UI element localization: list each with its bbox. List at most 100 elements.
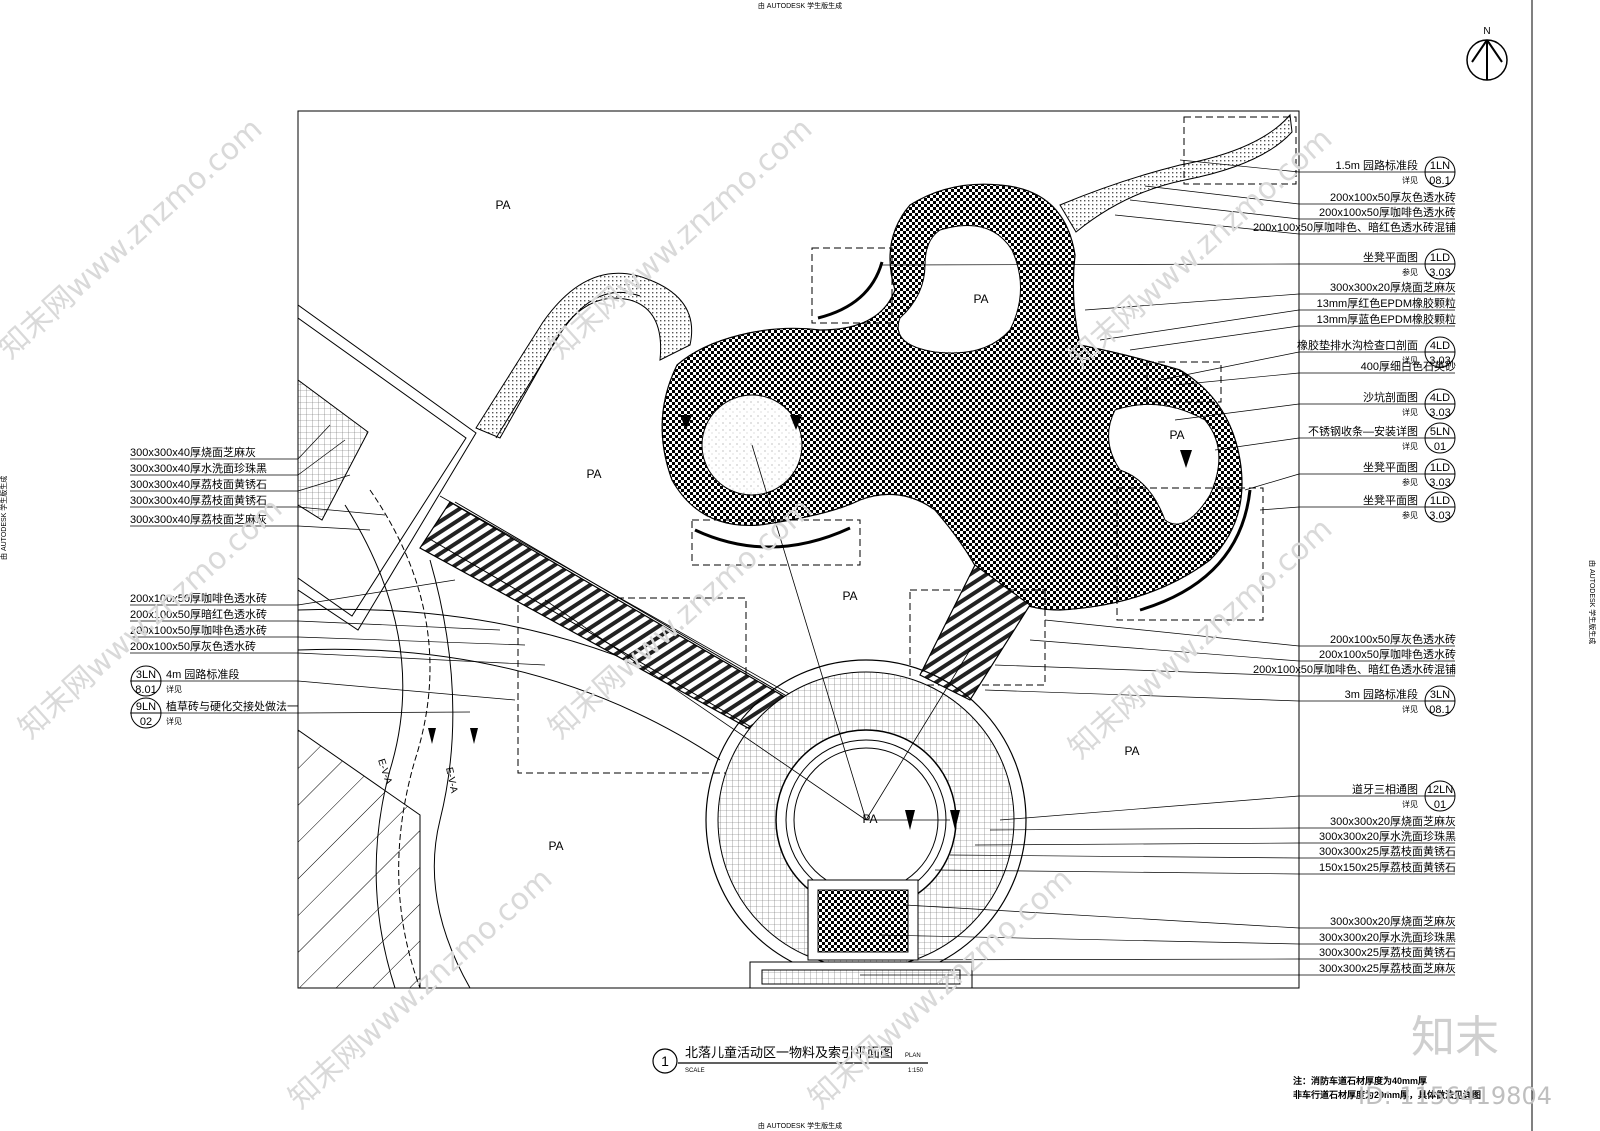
ref-note: 参见 <box>1402 477 1418 487</box>
right-callout: 200x100x50厚咖啡色透水砖 <box>1029 639 1456 662</box>
right-callout: 300x300x20厚水洗面珍珠黑 <box>974 829 1456 846</box>
north-label: N <box>1483 26 1490 37</box>
ref-detail-number: 5LN <box>1430 426 1450 438</box>
right-callout: 坐凳平面图 1LD 3.03 参见 <box>879 248 1456 280</box>
ref-detail-number: 4LD <box>1430 340 1450 352</box>
ref-note: 参见 <box>1402 510 1418 520</box>
ref-sheet-number: 08.1 <box>1429 175 1450 187</box>
ref-detail-number: 12LN <box>1427 784 1453 796</box>
right-callout-text: 200x100x50厚咖啡色、暗红色透水砖混铺 <box>1253 662 1456 676</box>
autodesk-stamp-top: 由 AUTODESK 学生版生成 <box>758 1 842 10</box>
right-callout-text: 坐凳平面图 <box>1363 460 1418 474</box>
autodesk-stamp-side: 由 AUTODESK 学生版生成 <box>1588 560 1597 644</box>
hatched-lawn <box>298 729 421 988</box>
ref-note: 参见 <box>1402 267 1418 277</box>
left-callout: 200x100x50厚灰色透水砖 <box>130 639 546 666</box>
ref-note: 详见 <box>1402 704 1418 714</box>
right-callout: 橡胶垫排水沟检查口剖面 4LD 3.03 详见 <box>1159 336 1456 381</box>
right-callout-text: 不锈钢收条—安装详图 <box>1308 424 1418 438</box>
right-callout-text: 3m 园路标准段 <box>1345 687 1418 701</box>
left-callout-text: 4m 园路标准段 <box>166 667 239 681</box>
fire-lane-label: E-V-A <box>375 758 394 787</box>
right-callout: 200x100x50厚咖啡色、暗红色透水砖混铺 <box>994 662 1456 677</box>
left-callout: 200x100x50厚咖啡色透水砖 <box>130 579 456 606</box>
ref-sheet-number: 3.03 <box>1429 477 1450 489</box>
right-callout-text: 300x300x20厚烧面芝麻灰 <box>1330 914 1456 928</box>
ref-detail-number: 3LN <box>136 669 156 681</box>
drawing-title: 北落儿童活动区一物料及索引平面图 <box>685 1045 893 1060</box>
sand-island <box>897 225 1021 354</box>
ref-note: 详见 <box>1402 175 1418 185</box>
right-callout-text: 道牙三相通图 <box>1352 782 1418 796</box>
epdm-checker-area <box>661 183 1243 611</box>
zone-label: PA <box>973 292 988 306</box>
right-callout-text: 300x300x20厚水洗面珍珠黑 <box>1319 829 1456 843</box>
left-callout-text: 200x100x50厚咖啡色透水砖 <box>130 623 267 637</box>
ref-note: 详见 <box>1402 355 1418 365</box>
ref-detail-number: 1LD <box>1430 252 1450 264</box>
right-callout-text: 200x100x50厚咖啡色透水砖 <box>1319 647 1456 661</box>
right-callout-text: 1.5m 园路标准段 <box>1335 158 1418 172</box>
fire-lane-label: E-V-A <box>443 766 459 794</box>
right-callout: 300x300x20厚烧面芝麻灰 <box>904 904 1456 929</box>
left-callout: 300x300x40厚荔枝面黄锈石 <box>130 474 351 492</box>
right-callout: 300x300x25厚荔枝面黄锈石 <box>869 945 1456 961</box>
right-callout: 300x300x25厚荔枝面黄锈石 <box>949 844 1456 859</box>
zone-label: PA <box>495 198 510 212</box>
scale-label: SCALE <box>685 1068 705 1074</box>
right-callout-text: 200x100x50厚咖啡色、暗红色透水砖混铺 <box>1253 220 1456 234</box>
watermark: 知末网www.znzmo.com <box>0 111 269 366</box>
right-callout-text: 200x100x50厚灰色透水砖 <box>1330 190 1456 204</box>
left-callout-text: 300x300x40厚水洗面珍珠黑 <box>130 461 267 475</box>
ref-note: 详见 <box>166 716 182 726</box>
right-callout: 300x300x25厚荔枝面芝麻灰 <box>860 961 1456 976</box>
right-callout-text: 200x100x50厚灰色透水砖 <box>1330 632 1456 646</box>
right-callout-text: 300x300x25厚荔枝面芝麻灰 <box>1319 961 1456 975</box>
ref-sheet-number: 01 <box>1434 441 1446 453</box>
left-callout: 300x300x40厚荔枝面黄锈石 <box>130 493 386 516</box>
drawing-number: 1 <box>661 1053 669 1069</box>
ref-sheet-number: 3.03 <box>1429 407 1450 419</box>
right-callout: 200x100x50厚灰色透水砖 <box>1044 619 1456 647</box>
right-callout: 1.5m 园路标准段 1LN 08.1 详见 <box>1179 156 1456 188</box>
right-callout: 300x300x20厚烧面芝麻灰 <box>1084 280 1456 311</box>
left-callout-text: 300x300x40厚荔枝面芝麻灰 <box>130 512 267 526</box>
ref-note: 详见 <box>1402 407 1418 417</box>
right-callout: 200x100x50厚灰色透水砖 <box>1144 185 1456 205</box>
note-line-1: 注：消防车道石材厚度为40mm厚 <box>1293 1075 1427 1086</box>
narrow-path-upper <box>475 272 693 439</box>
note-line-2: 非车行道石材厚度为20mm厚，具体做法见详图 <box>1293 1089 1481 1100</box>
permeable-brick-path-right <box>919 564 1031 701</box>
right-callout-text: 300x300x20厚烧面芝麻灰 <box>1330 814 1456 828</box>
right-callout-text: 坐凳平面图 <box>1363 493 1418 507</box>
right-callout-text: 坐凳平面图 <box>1363 250 1418 264</box>
right-callout: 坐凳平面图 1LD 3.03 参见 <box>1244 458 1456 491</box>
ref-note: 详见 <box>1402 799 1418 809</box>
right-callout-text: 300x300x25厚荔枝面黄锈石 <box>1319 844 1456 858</box>
ref-sheet-number: 3.03 <box>1429 267 1450 279</box>
right-callout: 300x300x20厚水洗面珍珠黑 <box>879 930 1456 945</box>
drawing-title-block: 1 北落儿童活动区一物料及索引平面图 PLAN SCALE 1:150 <box>652 1045 928 1074</box>
ref-detail-number: 1LD <box>1430 462 1450 474</box>
zone-label: PA <box>548 839 563 853</box>
right-callout-text: 橡胶垫排水沟检查口剖面 <box>1297 338 1418 352</box>
ref-detail-number: 1LN <box>1430 160 1450 172</box>
ref-sheet-number: 8.01 <box>135 684 156 696</box>
ref-sheet-number: 3.03 <box>1429 355 1450 367</box>
ref-sheet-number: 02 <box>140 716 152 728</box>
ref-detail-number: 3LN <box>1430 689 1450 701</box>
right-callout-text: 400厚细白色石英砂 <box>1361 359 1456 373</box>
left-callout-text: 300x300x40厚荔枝面黄锈石 <box>130 477 267 491</box>
right-callout-text: 150x150x25厚荔枝面黄锈石 <box>1319 860 1456 874</box>
right-callout-text: 300x300x25厚荔枝面黄锈石 <box>1319 945 1456 959</box>
right-callout-text: 沙坑剖面图 <box>1363 390 1418 404</box>
zone-label: PA <box>1169 428 1184 442</box>
left-callouts: 300x300x40厚烧面芝麻灰300x300x40厚水洗面珍珠黑300x300… <box>130 424 546 729</box>
